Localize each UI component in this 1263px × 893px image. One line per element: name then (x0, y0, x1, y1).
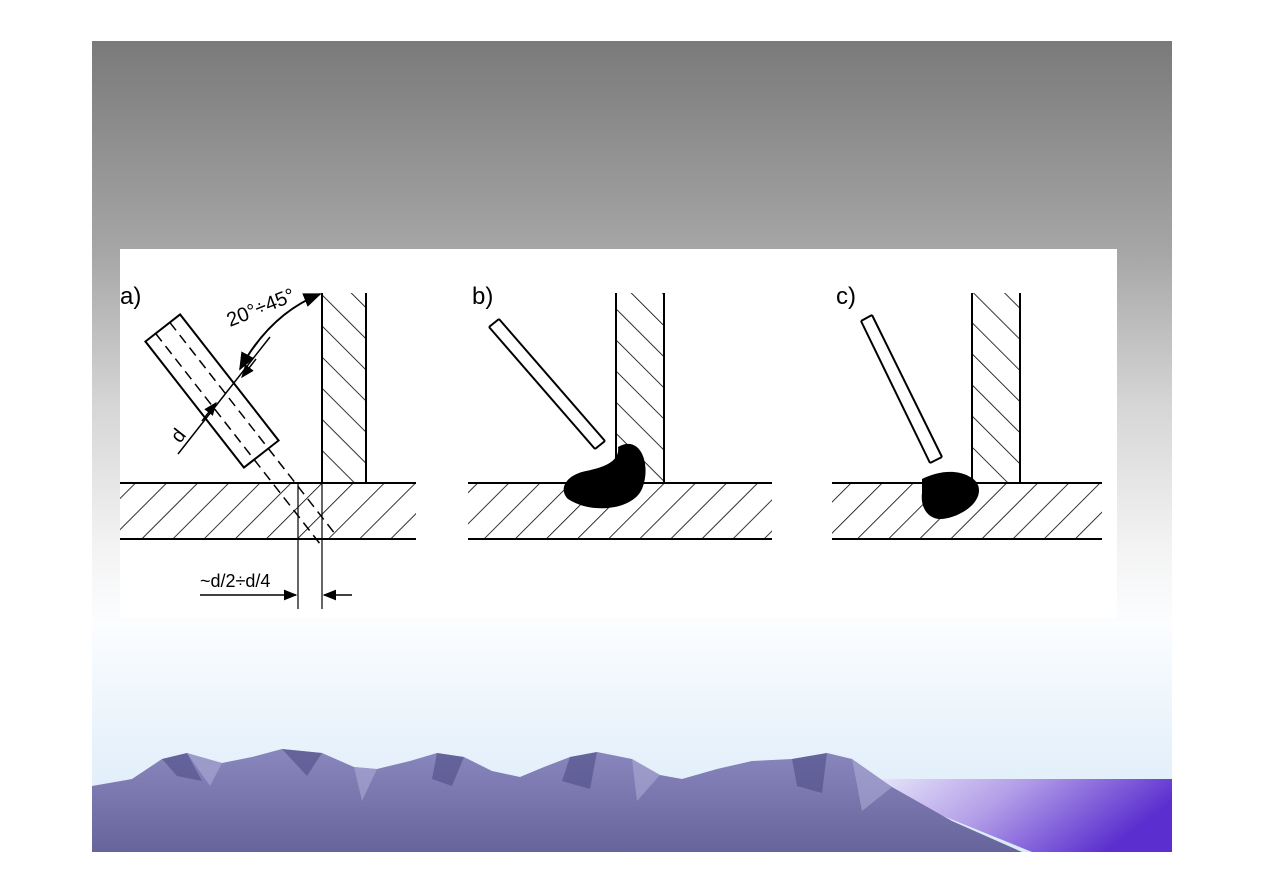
panel-label-c: c) (836, 283, 856, 310)
mountain-decoration (92, 749, 1172, 852)
panel-label-a: a) (120, 283, 141, 310)
panel-b: b) (468, 283, 772, 540)
welding-diagram-svg: a) 20°÷45° (120, 283, 1102, 609)
panel-label-b: b) (472, 283, 493, 310)
welding-diagram: a) 20°÷45° (120, 249, 1117, 618)
purple-gradient-band (852, 779, 1172, 852)
vertical-plate-a (322, 293, 366, 483)
mountain-range (92, 749, 1022, 852)
weld-pool-b (563, 443, 646, 509)
panel-a: a) 20°÷45° (120, 283, 416, 609)
base-plate-a (120, 483, 416, 539)
weld-pool-c (921, 471, 980, 520)
vertical-plate-c (972, 293, 1020, 483)
offset-annotation: ~d/2÷d/4 (200, 571, 270, 591)
electrode-a (144, 313, 337, 547)
slide: a) 20°÷45° (92, 41, 1172, 852)
panel-c: c) (832, 283, 1102, 540)
